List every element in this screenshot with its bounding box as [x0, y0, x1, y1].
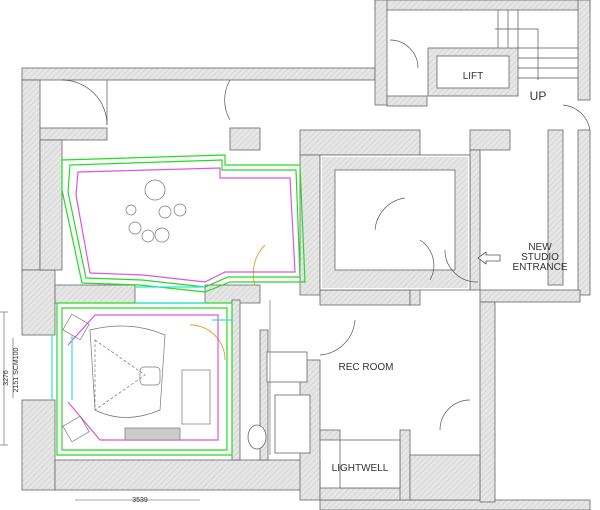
- label-entrance-2: STUDIO: [521, 252, 559, 263]
- label-rec-room: REC ROOM: [339, 362, 394, 373]
- dimension-3539: 3539: [132, 497, 148, 504]
- speaker-right: [62, 415, 90, 443]
- label-lift: LIFT: [463, 71, 484, 82]
- entrance-arrow-icon: [477, 251, 501, 265]
- furniture: [62, 179, 271, 455]
- label-up: UP: [530, 89, 547, 103]
- staircase: [495, 10, 578, 80]
- label-entrance-3: ENTRANCE: [512, 262, 567, 273]
- dimension-2151: 2151 SCM100: [13, 348, 20, 393]
- mixing-desk: [89, 325, 166, 418]
- chair: [139, 366, 161, 386]
- speaker-left: [62, 313, 90, 341]
- label-lightwell: LIGHTWELL: [332, 463, 389, 474]
- radiator: [124, 427, 181, 441]
- label-entrance-1: NEW: [528, 242, 552, 253]
- sofa: [181, 369, 211, 425]
- studio-doors: [189, 244, 266, 361]
- dimension-3276: 3276: [3, 370, 10, 386]
- doors: [61, 39, 591, 431]
- drum-kit: [125, 179, 187, 243]
- glass-partitions: [51, 286, 232, 400]
- dimension-lines: [0, 311, 200, 501]
